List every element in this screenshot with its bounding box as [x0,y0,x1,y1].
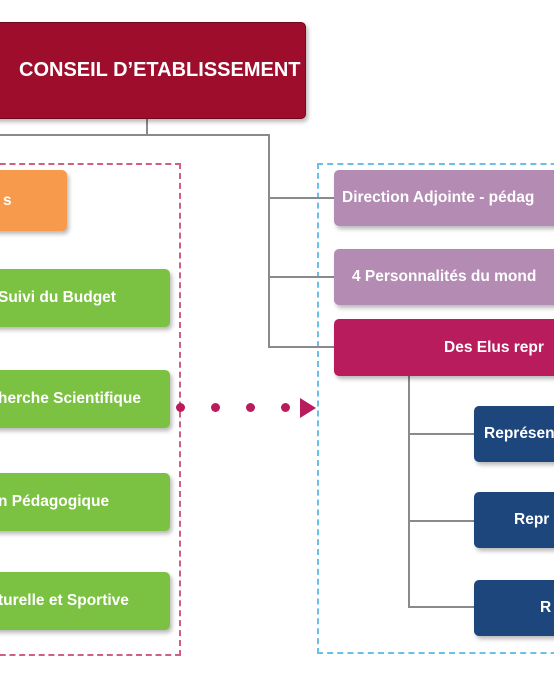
green-box-label: n Pédagogique [0,493,110,510]
connector-direction [268,197,334,199]
connector-personnalites [268,276,334,278]
connector-sub-3 [408,606,474,608]
arrow-dot [211,403,220,412]
navy-box-label: Repr [514,511,550,528]
green-box-budget: Suivi du Budget [0,269,170,327]
personnalites-box: 4 Personnalités du mond [334,249,554,305]
direction-adjointe-box: Direction Adjointe - pédag [334,170,554,226]
elus-box: Des Elus repr [334,319,554,376]
elus-box-label: Des Elus repr [444,338,544,356]
connector-sub-1 [408,433,474,435]
connector-top-horizontal [0,134,270,136]
connector-sub-2 [408,520,474,522]
green-box-recherche: herche Scientifique [0,370,170,428]
purple-box-label: 4 Personnalités du mond [352,268,537,285]
green-box-pedagogique: n Pédagogique [0,473,170,531]
conseil-etablissement-box: CONSEIL D’ETABLISSEMENT [0,22,306,119]
navy-box-label: Représen [484,425,554,442]
right-group-frame [317,163,554,654]
representant-box-3: R [474,580,554,636]
green-box-label: herche Scientifique [0,390,141,407]
conseil-etablissement-label: CONSEIL D’ETABLISSEMENT [19,59,301,81]
connector-right-trunk [268,134,270,347]
arrow-head-icon [300,398,316,418]
green-box-label: Suivi du Budget [0,289,116,306]
green-box-label: turelle et Sportive [0,592,129,609]
arrow-dot [246,403,255,412]
representant-box-2: Repr [474,492,554,548]
connector-sub-trunk [408,376,410,608]
orange-box: s [0,170,67,231]
orange-box-label: s [3,191,12,209]
navy-box-label: R [540,599,552,616]
connector-top-down [146,119,148,135]
arrow-dot [176,403,185,412]
connector-elus [268,346,334,348]
purple-box-label: Direction Adjointe - pédag [342,189,535,206]
green-box-sportive: turelle et Sportive [0,572,170,630]
arrow-dot [281,403,290,412]
representant-box-1: Représen [474,406,554,462]
